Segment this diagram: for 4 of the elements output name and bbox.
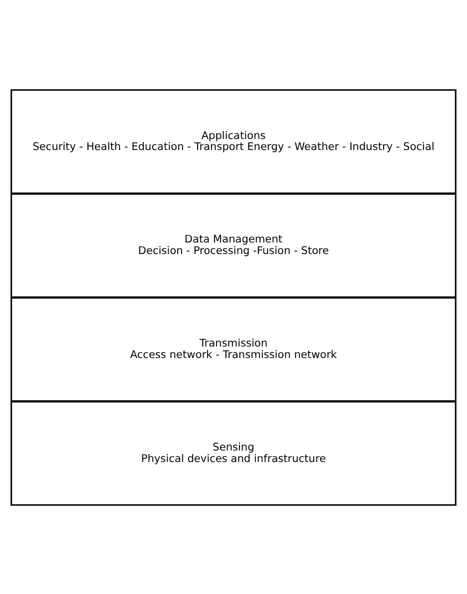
node-box: Transmission Access network - Transmission network [10, 296, 456, 402]
node-box: Data Management Decision - Processing -Fusion - Store [10, 192, 456, 298]
node-box: Applications Security - Health - Education - Transport Energy - Weather - Industry - Social [10, 88, 456, 194]
node-box: Sensing Physical devices and infrastructure [10, 400, 456, 506]
